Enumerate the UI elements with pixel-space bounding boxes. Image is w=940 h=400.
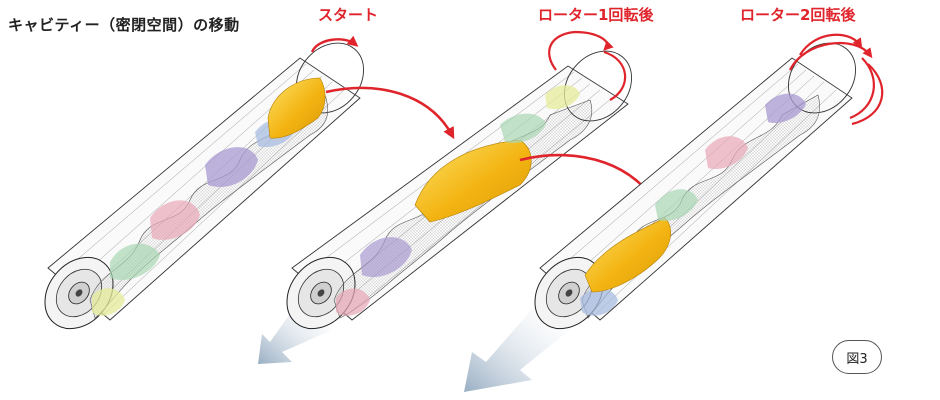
page-title: キャビティー（密閉空間）の移動 xyxy=(8,16,240,34)
cavity-yellow xyxy=(267,77,326,139)
cavity-purple xyxy=(360,237,412,278)
cavity-pink xyxy=(705,136,748,170)
cavity-green xyxy=(655,189,698,221)
cavity-purple xyxy=(765,93,806,124)
transfer-arrow xyxy=(325,86,455,140)
stage-label-rotation-1: ローター1回転後 xyxy=(538,6,654,24)
rotation-arrow xyxy=(603,50,627,101)
rotor-helix xyxy=(580,93,820,319)
cavity-lime xyxy=(545,85,580,110)
rotor-helix xyxy=(89,77,329,319)
cavity-yellow xyxy=(584,217,672,293)
cavity-purple xyxy=(205,147,258,188)
figure-label: 図3 xyxy=(832,340,882,374)
rotor-helix xyxy=(333,85,593,319)
cavity-green xyxy=(500,113,546,144)
cavity-blue xyxy=(580,288,618,316)
cavity-pink xyxy=(150,200,200,240)
pump-start xyxy=(44,35,364,364)
rotation-arrow xyxy=(849,57,875,120)
cavity-pink xyxy=(336,288,370,316)
rotation-arrow xyxy=(851,63,884,126)
rotation-arrow xyxy=(789,41,873,71)
rotation-arrow xyxy=(548,30,614,71)
cavity-lime xyxy=(92,288,125,316)
stage-label-rotation-2: ローター2回転後 xyxy=(740,6,856,24)
cavity-green xyxy=(110,243,160,280)
stage-label-start: スタート xyxy=(318,6,379,24)
pump-rotation-1 xyxy=(286,30,632,392)
rotation-arrow xyxy=(310,35,359,53)
rotation-arrow xyxy=(799,33,863,56)
pump-rotation-2 xyxy=(534,33,884,330)
